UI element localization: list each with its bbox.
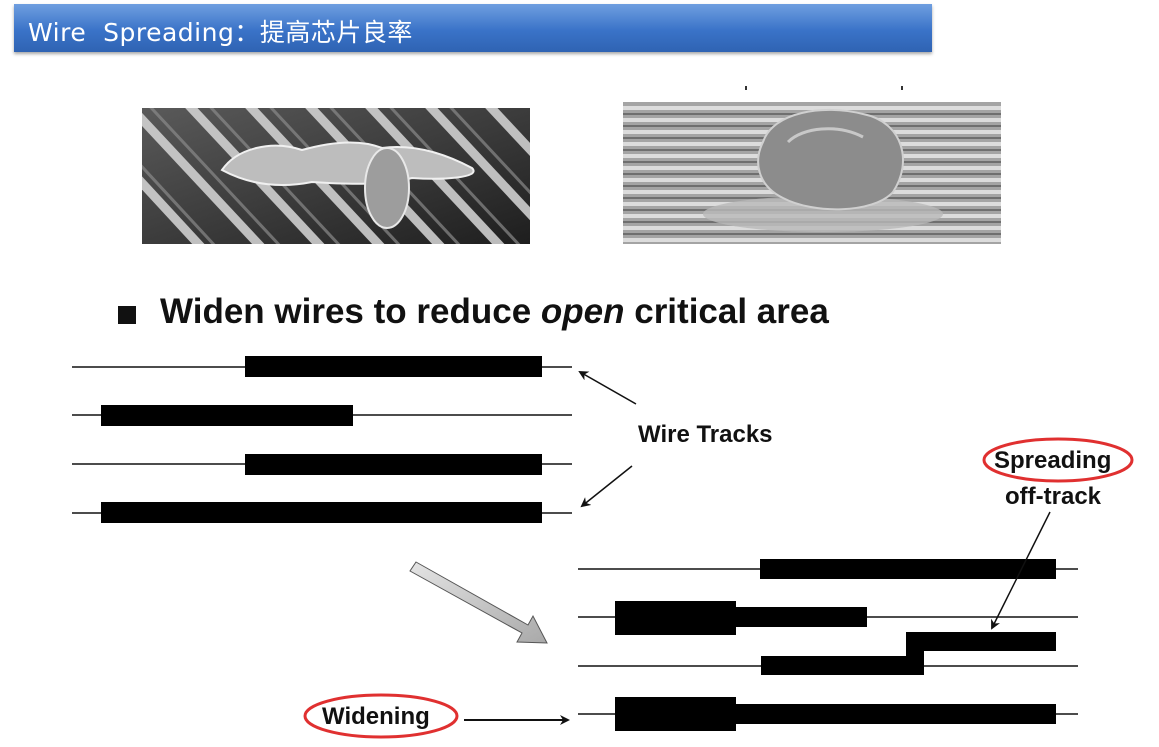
heading-part1: Widen wires to reduce [160, 292, 541, 331]
heading: Widen wires to reduce open critical area [160, 292, 829, 332]
wire-segment [101, 502, 542, 523]
bullet-square [118, 306, 136, 324]
wire-widened [615, 601, 736, 635]
top-wire-tracks [72, 356, 572, 523]
wire-segment [245, 454, 542, 475]
spreading-highlight [982, 437, 1134, 483]
slide-title: Wire Spreading：提高芯片良率 [28, 18, 413, 47]
off-track-label: off-track [1005, 483, 1102, 510]
spreading-label: Spreading [994, 447, 1112, 474]
dot-mark [901, 86, 903, 90]
transform-arrow [409, 561, 548, 644]
title-bar: Wire Spreading：提高芯片良率 [14, 4, 932, 52]
wire-segment [760, 559, 1056, 579]
wire-segment [736, 607, 867, 627]
spreading-arrow [991, 511, 1051, 630]
wire-spread-offtrack [761, 632, 1056, 675]
pointer-arrow [580, 465, 633, 508]
wire-tracks-label: Wire Tracks [638, 421, 773, 448]
pointer-arrow [578, 371, 637, 405]
widening-label: Widening [322, 703, 430, 730]
sem-image-right [623, 102, 1001, 244]
wire-segment [101, 405, 353, 426]
wire-segment [245, 356, 542, 377]
heading-part2: critical area [624, 292, 829, 331]
bottom-wire-tracks [578, 559, 1078, 731]
widening-highlight [303, 693, 459, 739]
wire-widened [615, 697, 736, 731]
wire-segment [736, 704, 1056, 724]
sem-image-left [142, 108, 530, 244]
dot-mark [745, 86, 747, 90]
heading-italic: open [540, 292, 625, 331]
